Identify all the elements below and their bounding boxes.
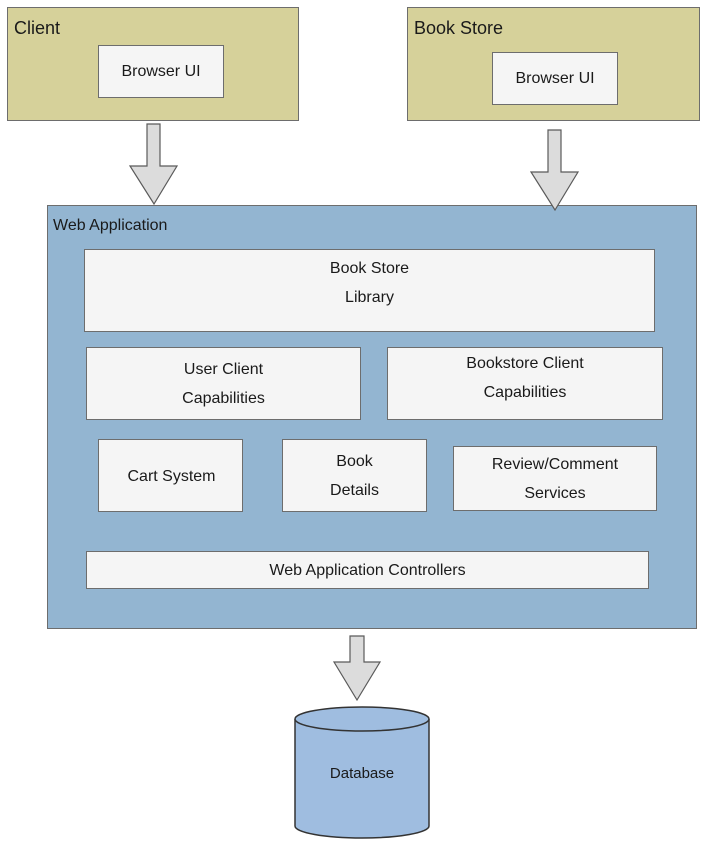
client-title: Client	[14, 18, 61, 38]
database-cylinder	[294, 706, 430, 839]
user-client-capabilities: User Client Capabilities	[86, 347, 361, 420]
bookstore-browser-ui: Browser UI	[492, 52, 618, 105]
bookstore-title: Book Store	[414, 18, 504, 38]
client-to-webapp-arrow	[128, 123, 179, 206]
bookstore-client-capabilities: Bookstore Client Capabilities	[387, 347, 663, 420]
review-comment-services: Review/Comment Services	[453, 446, 657, 511]
web-application-title: Web Application	[53, 217, 168, 234]
book-store-library: Book Store Library	[84, 249, 655, 332]
client-browser-ui: Browser UI	[98, 45, 224, 98]
bookstore-to-webapp-arrow	[529, 129, 580, 212]
web-application-controllers: Web Application Controllers	[86, 551, 649, 589]
book-details: Book Details	[282, 439, 427, 512]
webapp-to-database-arrow	[332, 635, 382, 702]
database-label: Database	[329, 765, 395, 782]
cart-system: Cart System	[98, 439, 243, 512]
